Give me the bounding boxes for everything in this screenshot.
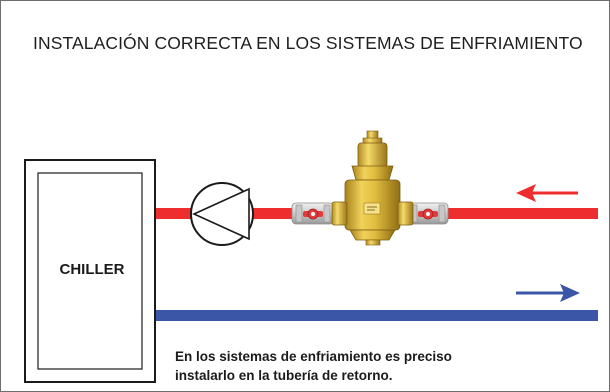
arrow-left-icon [516,184,578,202]
diagram-title: INSTALACIÓN CORRECTA EN LOS SISTEMAS DE … [33,33,583,53]
ball-valve-icon [407,202,449,225]
chiller-label: CHILLER [59,261,125,278]
return-pipe [156,310,598,321]
caption-text: En los sistemas de enfriamiento es preci… [175,347,452,385]
chiller-unit [24,159,156,383]
ball-valve-icon [291,202,335,225]
caption-line-2: instalarlo en la tubería de retorno. [175,368,393,383]
air-dirt-separator-icon [331,130,414,246]
pump-icon [190,182,254,246]
arrow-right-icon [516,284,580,302]
caption-line-1: En los sistemas de enfriamiento es preci… [175,349,452,364]
